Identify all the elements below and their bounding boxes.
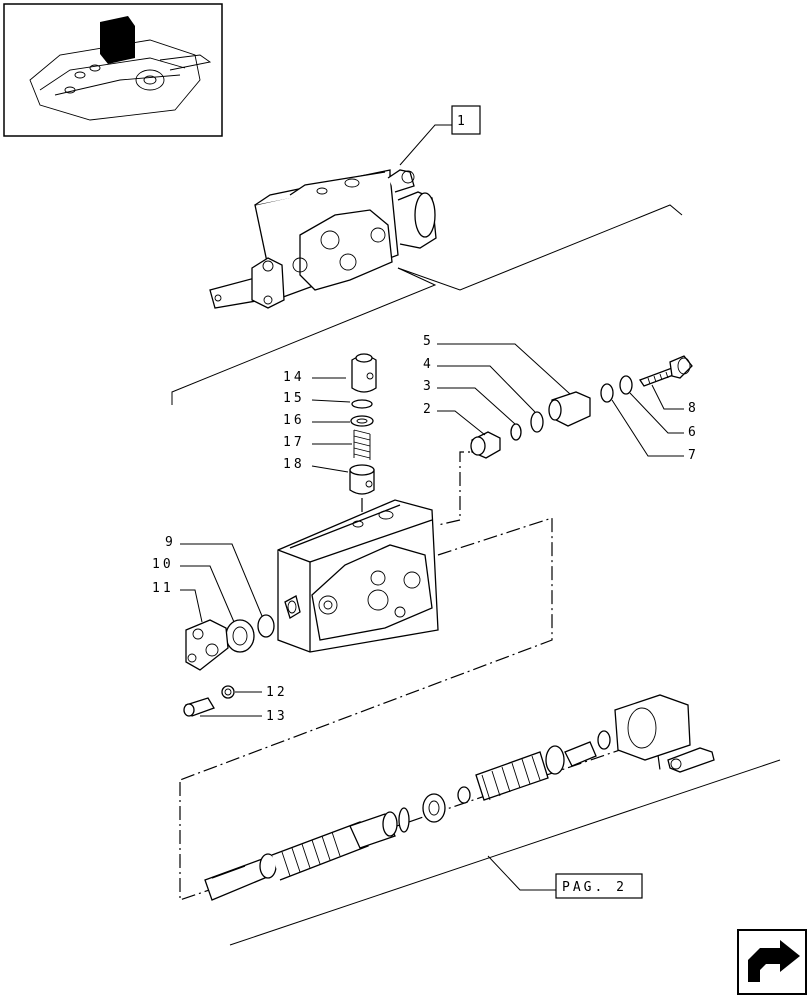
callout-9-label[interactable]: 9 [165, 535, 176, 550]
group-bracket-left [171, 267, 437, 405]
group-bracket-bottom [229, 759, 781, 946]
page-reference[interactable]: PAG. 2 [487, 855, 643, 899]
callout-3-label[interactable]: 3 [423, 379, 434, 394]
assembly-thumbnail[interactable] [3, 3, 223, 137]
highlighted-valve-block [100, 16, 135, 64]
callout-1-label: 1 [457, 114, 468, 129]
callout-17-label[interactable]: 17 [283, 435, 305, 450]
callout-18-label[interactable]: 18 [283, 457, 305, 472]
callout-5-label[interactable]: 5 [423, 334, 434, 349]
callout-4-label[interactable]: 4 [423, 357, 434, 372]
callout-11-label[interactable]: 11 [152, 581, 174, 596]
callout-6-label[interactable]: 6 [688, 425, 699, 440]
arrow-next-icon[interactable] [737, 929, 807, 995]
parts-stack-14-18 [349, 353, 377, 495]
spool-assembly [179, 694, 715, 901]
callout-12-label[interactable]: 12 [266, 685, 288, 700]
dashed-group-outline [179, 517, 553, 781]
callout-8-label[interactable]: 8 [688, 401, 699, 416]
parts-row-2-8 [470, 355, 693, 459]
callout-10-label[interactable]: 10 [152, 557, 174, 572]
valve-body [277, 499, 439, 653]
callout-7-label[interactable]: 7 [688, 448, 699, 463]
page-reference-label: PAG. 2 [562, 880, 627, 895]
callout-16-label[interactable]: 16 [283, 413, 305, 428]
parts-row-9-11 [185, 614, 275, 671]
callout-13-label[interactable]: 13 [266, 709, 288, 724]
assembled-valve [209, 169, 437, 309]
callout-2-label[interactable]: 2 [423, 402, 434, 417]
callout-1[interactable]: 1 [399, 105, 481, 166]
callout-14-label[interactable]: 14 [283, 370, 305, 385]
parts-screw-washer [183, 685, 235, 717]
callout-15-label[interactable]: 15 [283, 391, 305, 406]
group-bracket-right [397, 204, 683, 291]
